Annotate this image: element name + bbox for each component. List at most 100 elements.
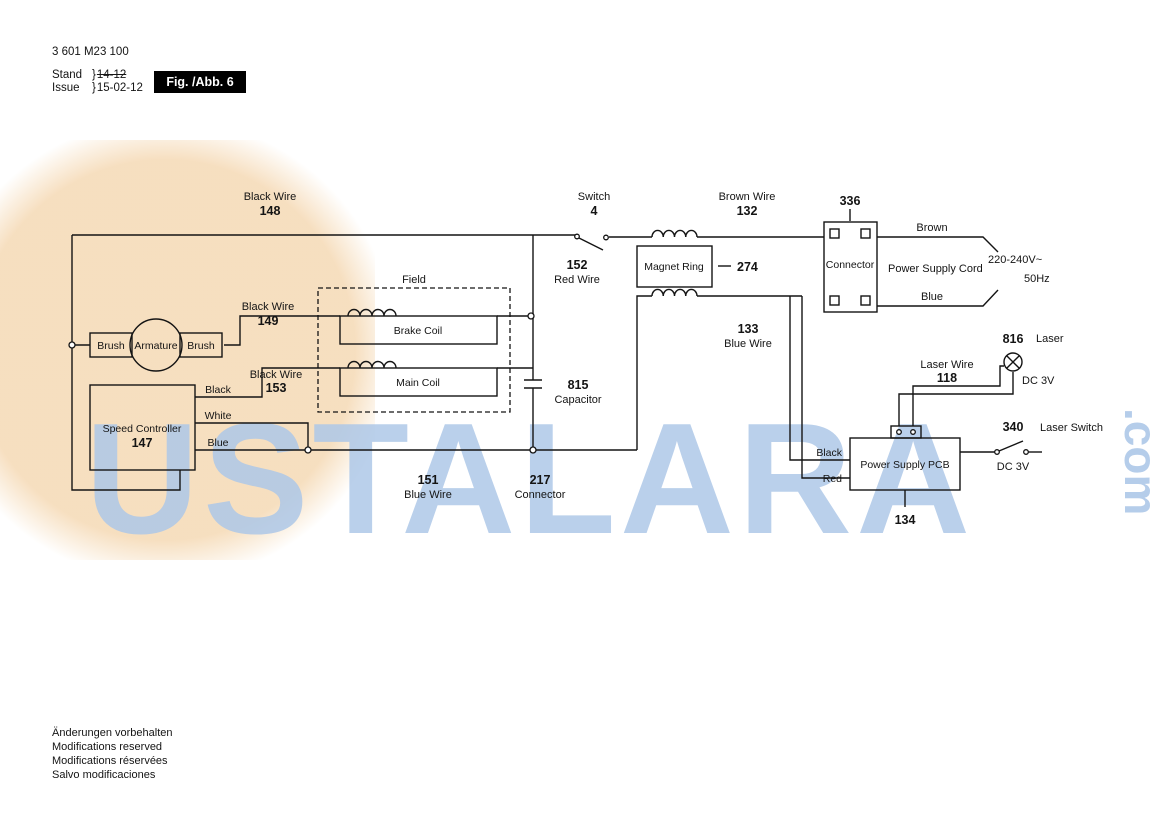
magnet-ring-box	[636, 245, 713, 288]
label-power-supply-cord: Power Supply Cord	[888, 263, 983, 275]
brake-coil-humps	[347, 308, 397, 317]
number-153: 153	[266, 381, 287, 395]
label-field: Field	[402, 274, 426, 286]
label-blue-wire-133: Blue Wire	[724, 338, 772, 350]
footer-line-fr: Modifications réservées	[52, 755, 168, 767]
issue-label: Issue	[52, 82, 80, 94]
label-pcb-red: Red	[823, 473, 842, 485]
magnet-ring-bottom-coil	[651, 288, 698, 297]
footer-line-es: Salvo modificaciones	[52, 769, 156, 781]
issue-value: 15-02-12	[96, 82, 143, 94]
label-laser-switch: Laser Switch	[1040, 422, 1103, 434]
connector-terminal-3	[829, 295, 840, 306]
footer-line-de: Änderungen vorbehalten	[52, 727, 173, 739]
stand-label: Stand	[52, 69, 83, 81]
number-149: 149	[258, 314, 279, 328]
number-148: 148	[260, 204, 281, 218]
number-4: 4	[591, 204, 598, 218]
cord-brown-wire	[877, 236, 999, 253]
label-cord-blue: Blue	[921, 291, 943, 303]
legal-footer: Änderungen vorbehalten Modifications res…	[52, 726, 172, 782]
label-red-wire-152: Red Wire	[554, 274, 600, 286]
label-cord-brown: Brown	[916, 222, 947, 234]
watermark-suffix: .com	[1115, 408, 1167, 516]
label-brush-right: Brush	[187, 340, 215, 352]
pcb-connector-pin-1	[896, 429, 902, 435]
number-340: 340	[1003, 420, 1024, 434]
label-laser-switch-dc3v: DC 3V	[997, 461, 1030, 473]
number-134: 134	[895, 513, 916, 527]
watermark-blob	[0, 140, 375, 560]
part-number: 3 601 M23 100	[52, 46, 129, 58]
label-laser-wire-118: Laser Wire	[920, 359, 973, 371]
pcb-black-feed-wire	[789, 296, 850, 461]
laser-switch-blade	[998, 440, 1024, 452]
label-blue-wire-151: Blue Wire	[404, 489, 452, 501]
main-coil-box	[339, 367, 498, 397]
label-brake-coil: Brake Coil	[394, 325, 442, 337]
label-frequency: 50Hz	[1024, 273, 1050, 285]
laser-lamp-icon	[1003, 352, 1023, 372]
label-ctrl-black: Black	[205, 384, 231, 396]
number-151: 151	[418, 473, 439, 487]
junction-white-blue	[304, 446, 312, 454]
watermark-text: USTALARA	[85, 391, 975, 567]
number-815: 815	[568, 378, 589, 392]
brush-right-box	[179, 332, 223, 358]
magnet-ring-top-coil	[651, 229, 698, 238]
laser-lamp-x	[1006, 355, 1020, 369]
main-switch-blade	[578, 237, 604, 251]
wire-149-brush-to-brake-coil	[224, 315, 340, 346]
brush-left-box	[89, 332, 133, 358]
number-816: 816	[1003, 332, 1024, 346]
label-pcb-black: Black	[816, 447, 842, 459]
number-147: 147	[132, 436, 153, 450]
label-capacitor-815: Capacitor	[554, 394, 601, 406]
stand-brace: }	[92, 69, 96, 81]
controller-white-wire	[195, 422, 309, 447]
connector-terminal-2	[860, 228, 871, 239]
junction-brake-capacitor	[527, 312, 535, 320]
label-laser: Laser	[1036, 333, 1064, 345]
label-black-wire-153: Black Wire	[250, 369, 303, 381]
speed-controller-box	[89, 384, 196, 471]
label-main-coil: Main Coil	[396, 377, 440, 389]
connector-terminal-4	[860, 295, 871, 306]
number-133: 133	[738, 322, 759, 336]
field-dashed-box	[317, 287, 511, 413]
laser-switch-terminal-left	[994, 449, 1000, 455]
label-voltage: 220-240V~	[988, 254, 1042, 266]
connector-terminal-1	[829, 228, 840, 239]
label-magnet-ring: Magnet Ring	[644, 261, 704, 273]
junction-left-rail-brush	[68, 341, 76, 349]
main-coil-humps	[347, 360, 397, 369]
number-118: 118	[937, 371, 957, 385]
number-274: 274	[737, 260, 758, 274]
pcb-red-feed-wire	[801, 296, 850, 479]
label-armature: Armature	[134, 340, 177, 352]
left-rail-wire	[71, 235, 181, 491]
main-switch-terminal-right	[603, 234, 609, 241]
wire-153-controller-to-main-coil	[195, 367, 340, 398]
cord-blue-wire	[877, 289, 999, 307]
pcb-connector-pin-2	[910, 429, 916, 435]
label-black-wire-149: Black Wire	[242, 301, 295, 313]
label-laser-dc3v: DC 3V	[1022, 375, 1055, 387]
label-black-wire-148: Black Wire	[244, 191, 297, 203]
laser-wire-a	[898, 372, 1014, 426]
armature-circle	[129, 318, 183, 372]
label-brown-wire-132: Brown Wire	[719, 191, 776, 203]
label-connector-217: Connector	[515, 489, 566, 501]
label-ctrl-white: White	[205, 410, 232, 422]
laser-wire-b	[912, 365, 1004, 426]
stand-value: 14-12	[96, 69, 127, 81]
footer-line-en: Modifications reserved	[52, 741, 163, 753]
issue-row: Issue}15-02-12	[52, 82, 143, 94]
label-brush-left: Brush	[97, 340, 125, 352]
number-217: 217	[530, 473, 551, 487]
figure-label-box: Fig. /Abb. 6	[154, 71, 246, 93]
main-switch-terminal-left	[574, 233, 580, 240]
brake-coil-box	[339, 315, 498, 345]
